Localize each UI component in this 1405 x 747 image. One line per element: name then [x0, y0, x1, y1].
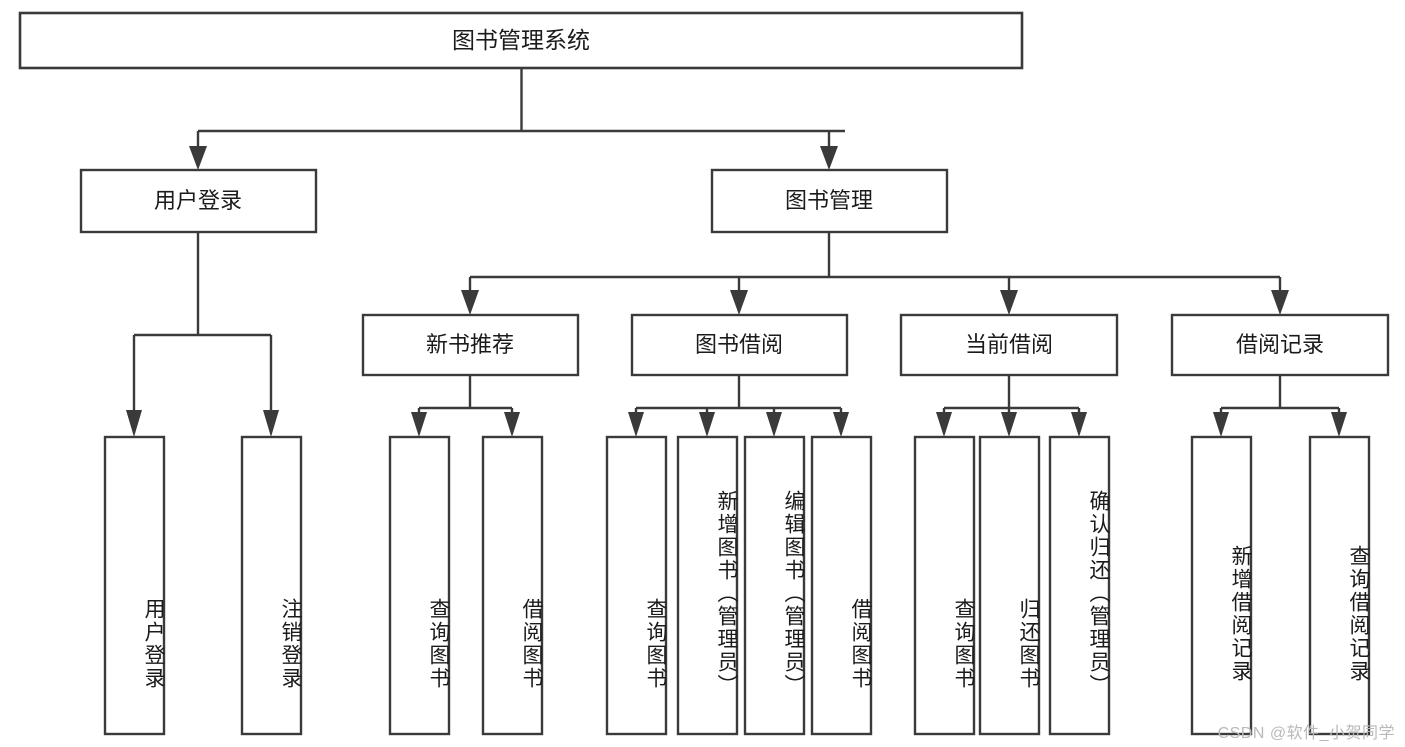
leaf-box-confirm-return[interactable]	[1048, 435, 1111, 736]
node-new-book-recommend-box[interactable]	[361, 313, 580, 377]
leaf-box-layer	[103, 435, 1371, 736]
node-user-login-label: 用户登录	[154, 188, 242, 213]
arrowhead-leaf-borrow-book-2	[833, 412, 849, 437]
node-new-book-recommend-label: 新书推荐	[426, 332, 514, 357]
arrowhead-leaf-query-book-2	[628, 412, 644, 437]
leaf-box-query-record[interactable]	[1308, 435, 1371, 736]
node-current-borrow-label: 当前借阅	[965, 332, 1053, 357]
arrowhead-leaf-user-login	[126, 410, 142, 437]
leaf-box-query-book-1[interactable]	[388, 435, 451, 736]
node-current-borrow-box[interactable]	[899, 313, 1119, 377]
node-user-login-box[interactable]	[79, 168, 318, 234]
arrowhead-leaf-query-book-1	[411, 412, 427, 437]
node-root-label: 图书管理系统	[452, 27, 590, 53]
arrowhead-leaf-add-book	[699, 412, 715, 437]
arrowhead-leaf-return-book	[1001, 412, 1017, 437]
arrowhead-leaf-query-record	[1331, 412, 1347, 437]
leaf-box-return-book[interactable]	[978, 435, 1041, 736]
node-book-borrow[interactable]: 图书借阅	[630, 313, 849, 377]
leaf-box-add-book[interactable]	[676, 435, 739, 736]
node-book-management-label: 图书管理	[785, 188, 873, 213]
node-root[interactable]: 图书管理系统	[18, 11, 1024, 70]
node-book-management[interactable]: 图书管理	[710, 168, 949, 234]
arrowhead-current-borrow	[1000, 290, 1018, 315]
connector-layer	[126, 68, 1347, 437]
leaf-box-user-login[interactable]	[103, 435, 166, 736]
arrowhead-leaf-add-record	[1213, 412, 1229, 437]
leaf-box-borrow-book-2[interactable]	[810, 435, 873, 736]
leaf-box-edit-book[interactable]	[743, 435, 806, 736]
arrowhead-new-book-recommend	[461, 290, 479, 315]
leaf-box-add-record[interactable]	[1190, 435, 1253, 736]
node-current-borrow[interactable]: 当前借阅	[899, 313, 1119, 377]
leaf-box-query-book-2[interactable]	[605, 435, 668, 736]
node-borrow-record[interactable]: 借阅记录	[1170, 313, 1390, 377]
arrowhead-leaf-user-logout	[263, 410, 279, 437]
arrowhead-book-borrow	[730, 290, 748, 315]
node-borrow-record-label: 借阅记录	[1236, 332, 1324, 357]
node-book-management-box[interactable]	[710, 168, 949, 234]
node-user-login[interactable]: 用户登录	[79, 168, 318, 234]
node-root-box[interactable]	[18, 11, 1024, 70]
node-book-borrow-label: 图书借阅	[695, 332, 783, 357]
arrowhead-leaf-query-book-3	[936, 412, 952, 437]
arrowhead-leaf-confirm-return	[1071, 412, 1087, 437]
node-borrow-record-box[interactable]	[1170, 313, 1390, 377]
csdn-watermark: CSDN @软件_小贺同学	[1217, 725, 1395, 742]
leaf-box-borrow-book-1[interactable]	[481, 435, 544, 736]
node-book-borrow-box[interactable]	[630, 313, 849, 377]
arrowhead-leaf-borrow-book-1	[504, 412, 520, 437]
leaf-box-user-logout[interactable]	[240, 435, 303, 736]
arrowhead-leaf-edit-book	[766, 412, 782, 437]
leaf-box-query-book-3[interactable]	[913, 435, 976, 736]
node-new-book-recommend[interactable]: 新书推荐	[361, 313, 580, 377]
arrowhead-book-management	[820, 146, 838, 170]
arrowhead-user-login	[189, 146, 207, 170]
arrowhead-borrow-record	[1271, 290, 1289, 315]
